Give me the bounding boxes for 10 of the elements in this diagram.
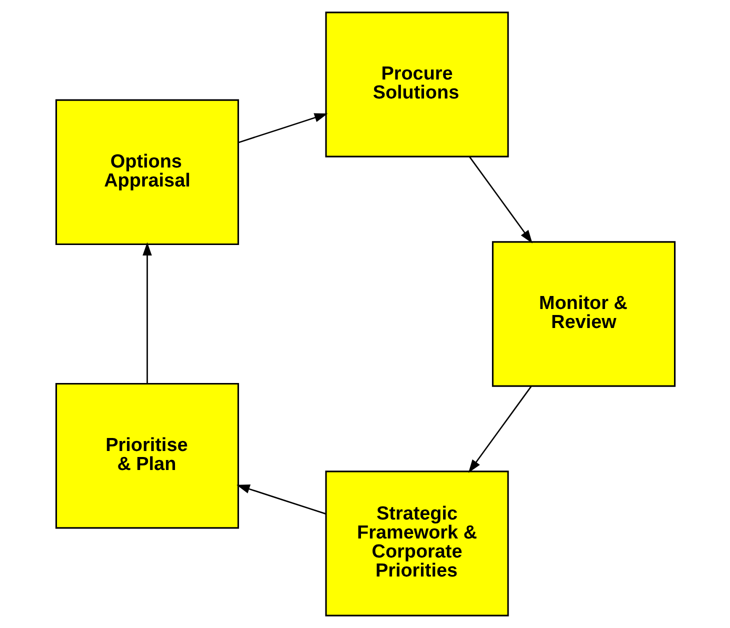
node-box: Strategic Framework & Corporate Priorities <box>324 470 508 616</box>
node-box: Procure Solutions <box>324 12 508 158</box>
node-box: Prioritise & Plan <box>54 382 239 529</box>
node-box: Monitor & Review <box>491 241 676 387</box>
arrow <box>236 484 326 514</box>
arrow <box>468 386 532 473</box>
arrow <box>468 156 532 244</box>
arrow <box>142 242 152 384</box>
arrow <box>238 113 328 144</box>
node-box: Options Appraisal <box>54 99 239 246</box>
